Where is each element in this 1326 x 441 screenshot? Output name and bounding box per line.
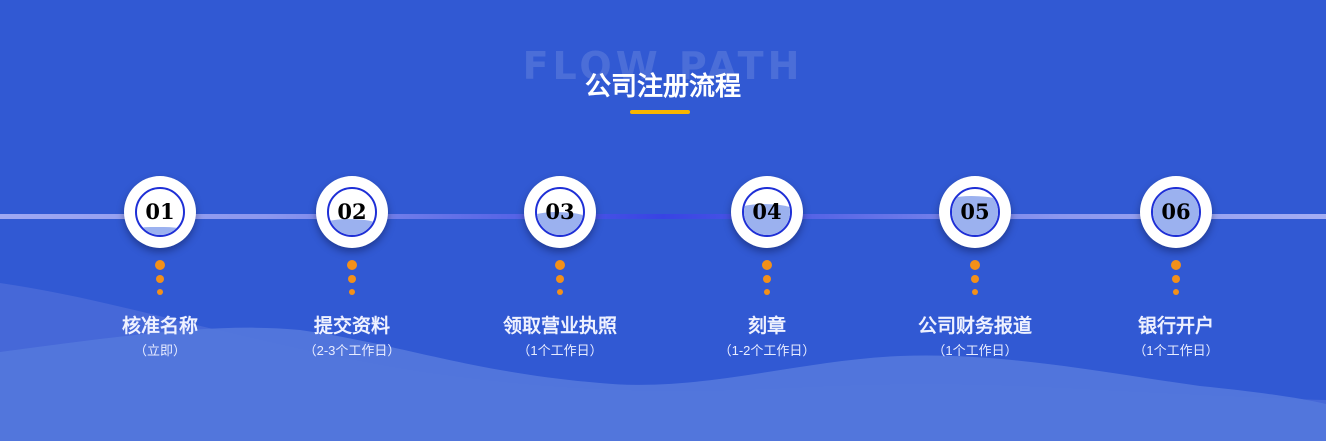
flow-step-3: 03 领取营业执照 （1个工作日） — [460, 176, 660, 360]
dots-connector-icon — [346, 260, 358, 295]
flow-step-5: 05 公司财务报道 （1个工作日） — [875, 176, 1075, 360]
progress-fill — [137, 226, 183, 235]
flow-step-4: 04 刻章 （1-2个工作日） — [667, 176, 867, 360]
step-number: 06 — [1161, 199, 1191, 224]
step-progress-circle: 04 — [742, 187, 792, 237]
dots-connector-icon — [1170, 260, 1182, 295]
step-number-badge: 03 — [524, 176, 596, 248]
step-duration: （2-3个工作日） — [303, 343, 401, 358]
step-number-badge: 05 — [939, 176, 1011, 248]
step-number-badge: 02 — [316, 176, 388, 248]
dots-connector-icon — [969, 260, 981, 295]
dots-connector-icon — [761, 260, 773, 295]
step-duration: （1个工作日） — [517, 343, 603, 358]
progress-fill — [537, 212, 583, 235]
step-duration: （1个工作日） — [932, 343, 1018, 358]
step-number: 04 — [752, 199, 782, 224]
page-title: 公司注册流程 — [584, 71, 741, 101]
progress-fill — [952, 195, 998, 235]
dots-connector-icon — [154, 260, 166, 295]
progress-fill — [329, 218, 375, 235]
step-title: 公司财务报道 — [917, 316, 1032, 337]
step-progress-circle: 05 — [950, 187, 1000, 237]
step-title: 核准名称 — [121, 316, 198, 337]
step-progress-circle: 02 — [327, 187, 377, 237]
step-number-badge: 01 — [124, 176, 196, 248]
step-title: 提交资料 — [313, 316, 390, 337]
step-duration: （1个工作日） — [1133, 343, 1219, 358]
step-duration: （1-2个工作日） — [718, 343, 816, 358]
step-number-badge: 04 — [731, 176, 803, 248]
title-underline — [630, 110, 690, 114]
step-title: 银行开户 — [1137, 316, 1214, 337]
flow-step-6: 06 银行开户 （1个工作日） — [1076, 176, 1276, 360]
step-number: 03 — [545, 199, 575, 224]
progress-fill — [1153, 189, 1199, 235]
progress-fill — [744, 203, 790, 235]
step-number: 01 — [145, 199, 175, 224]
dots-connector-icon — [554, 260, 566, 295]
step-progress-circle: 03 — [535, 187, 585, 237]
step-progress-circle: 01 — [135, 187, 185, 237]
flow-step-2: 02 提交资料 （2-3个工作日） — [252, 176, 452, 360]
step-number-badge: 06 — [1140, 176, 1212, 248]
step-progress-circle: 06 — [1151, 187, 1201, 237]
background-watermark-title: FLOW PATH — [522, 44, 804, 88]
step-duration: （立即） — [133, 343, 186, 358]
step-number: 02 — [337, 199, 367, 224]
flow-step-1: 01 核准名称 （立即） — [60, 176, 260, 360]
flow-connector-line — [0, 214, 1326, 219]
step-title: 刻章 — [747, 316, 786, 337]
step-number: 05 — [960, 199, 990, 224]
step-title: 领取营业执照 — [502, 316, 617, 337]
